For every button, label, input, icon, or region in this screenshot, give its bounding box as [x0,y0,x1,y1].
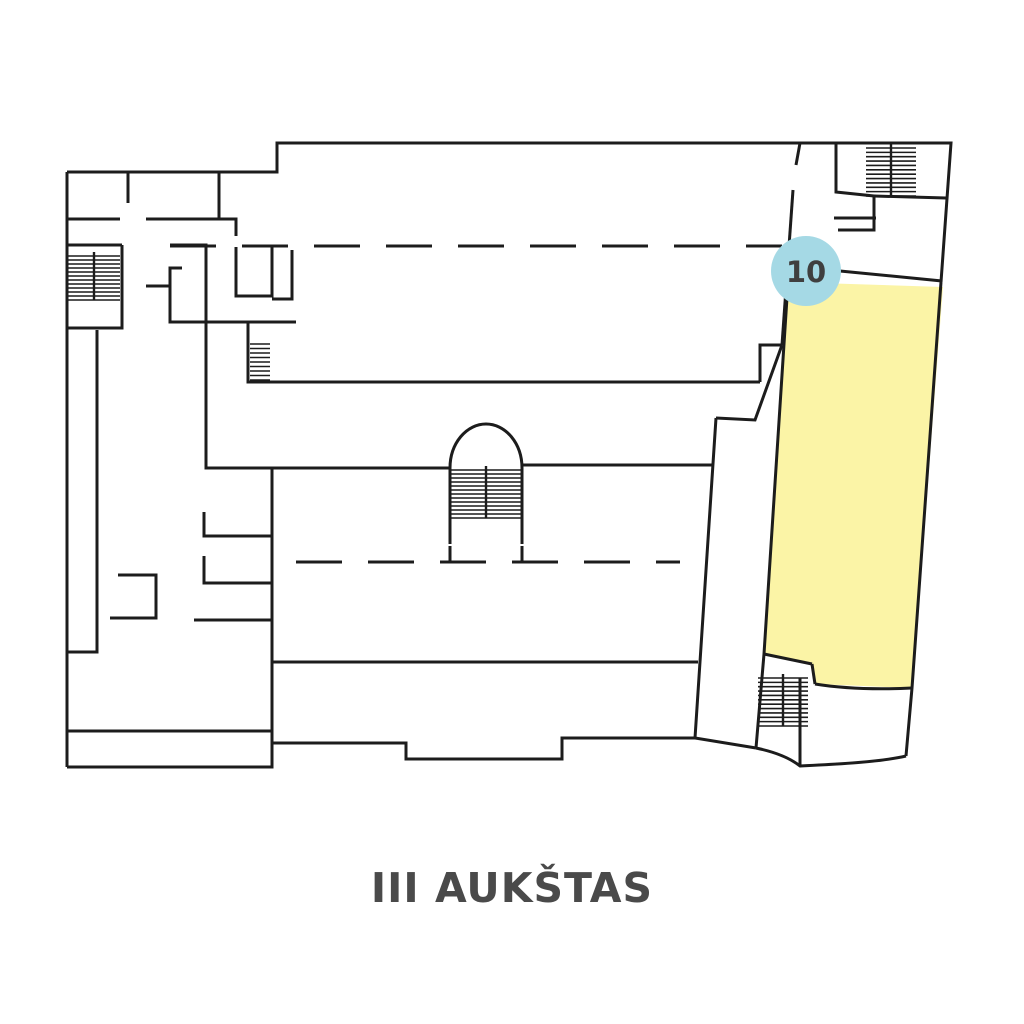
room-10-badge[interactable]: 10 [771,236,841,306]
stair-small [250,343,270,381]
room-number-label: 10 [786,255,826,289]
stair-left [68,252,120,301]
central-hall-walls [170,244,782,664]
badge-circle[interactable] [771,236,841,306]
left-wing-walls [67,172,296,767]
highlighted-room-10[interactable] [764,282,943,688]
stair-center [451,466,521,519]
floor-title: III AUKŠTAS [370,864,654,912]
stair-top-right [866,144,916,197]
service-rooms-walls [234,247,760,384]
stair-bottom-right [758,674,808,727]
staircases [68,144,916,727]
